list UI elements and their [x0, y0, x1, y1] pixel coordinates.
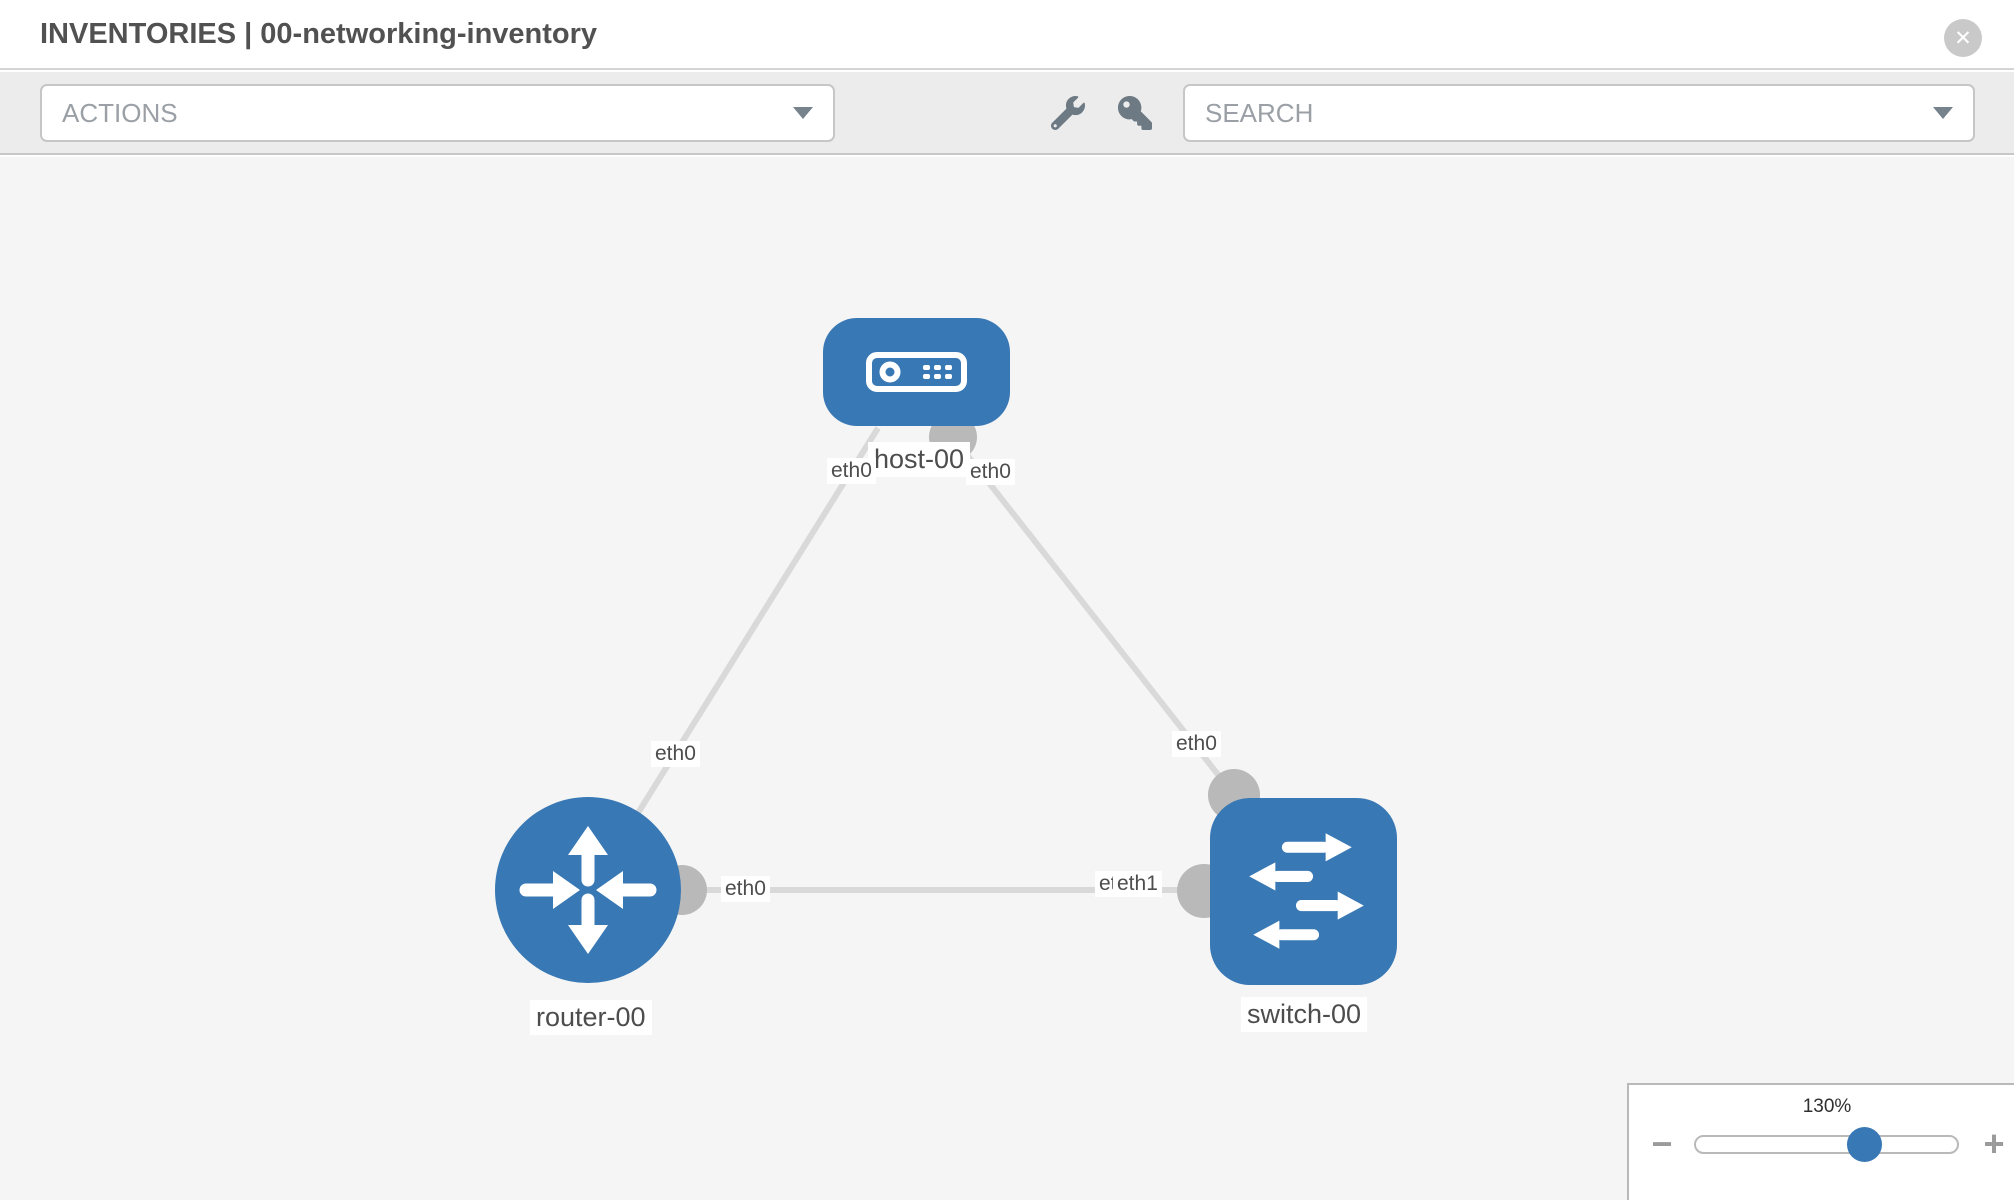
- chevron-down-icon: [793, 107, 813, 119]
- chevron-down-icon: [1933, 107, 1953, 119]
- topology-canvas[interactable]: host-00 router-00 switch-00 eth0 eth0 et…: [0, 157, 2014, 1200]
- close-icon[interactable]: ✕: [1944, 19, 1982, 57]
- wrench-icon[interactable]: [1050, 96, 1085, 131]
- zoom-slider-track[interactable]: [1694, 1135, 1959, 1154]
- server-icon: [865, 352, 967, 392]
- router-icon: [519, 826, 657, 954]
- actions-dropdown-label: ACTIONS: [62, 97, 178, 128]
- zoom-in-button[interactable]: +: [1983, 1123, 2005, 1164]
- node-switch-00[interactable]: [1210, 798, 1397, 985]
- interface-label-host-eth0-right: eth0: [966, 459, 1015, 485]
- zoom-out-button[interactable]: −: [1651, 1123, 1673, 1164]
- zoom-slider-handle[interactable]: [1847, 1127, 1882, 1162]
- interface-label-switch-port-eth1: eth1: [1113, 871, 1162, 897]
- node-label-switch[interactable]: switch-00: [1241, 997, 1368, 1032]
- node-router-00[interactable]: [495, 797, 681, 983]
- topology-connectors: [657, 413, 1260, 918]
- key-icon[interactable]: [1118, 96, 1152, 130]
- interface-label-host-eth0-left: eth0: [827, 458, 876, 484]
- search-dropdown[interactable]: SEARCH: [1183, 84, 1975, 142]
- node-label-router[interactable]: router-00: [530, 1000, 652, 1035]
- actions-dropdown[interactable]: ACTIONS: [40, 84, 835, 142]
- interface-label-switch-link-eth0: eth0: [1172, 731, 1221, 757]
- interface-label-router-link-eth0: eth0: [651, 741, 700, 767]
- toolbar: ACTIONS SEARCH: [0, 72, 2014, 155]
- page-title: INVENTORIES | 00-networking-inventory: [40, 18, 598, 50]
- panel-header: INVENTORIES | 00-networking-inventory ✕: [0, 0, 2014, 70]
- node-label-host[interactable]: host-00: [868, 442, 971, 477]
- node-host-00[interactable]: [823, 318, 1010, 426]
- topology-links: [587, 426, 1237, 893]
- topology-links-layer: [587, 413, 1260, 918]
- interface-label-router-port-eth0: eth0: [721, 876, 770, 902]
- search-dropdown-label: SEARCH: [1205, 97, 1314, 128]
- switch-icon: [1249, 833, 1364, 949]
- zoom-control-panel: 130% − +: [1627, 1083, 2014, 1200]
- zoom-level-value: 130%: [1802, 1096, 1852, 1117]
